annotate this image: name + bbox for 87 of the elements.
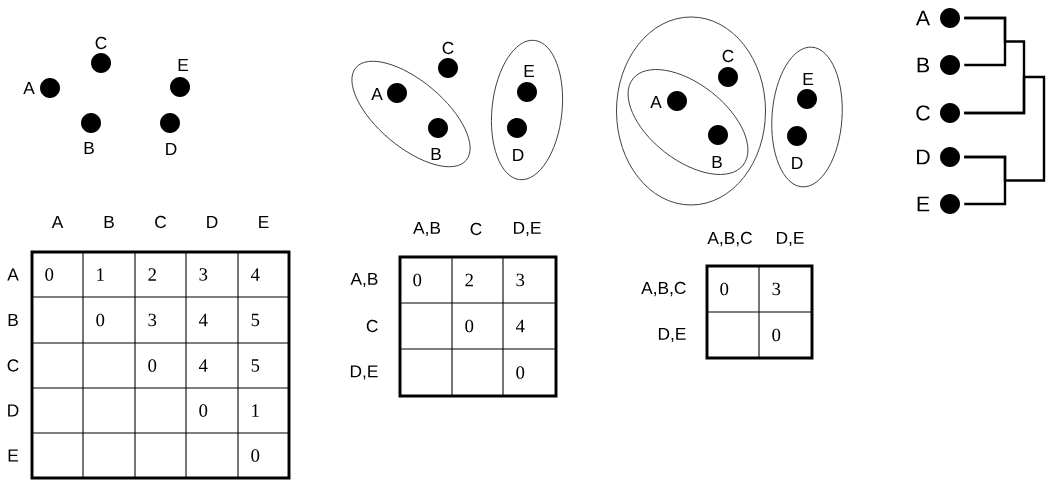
point-label: C — [95, 36, 107, 50]
distance-value: 0 — [96, 313, 105, 327]
point-label: B — [712, 156, 722, 168]
dot — [40, 78, 60, 98]
dot — [160, 113, 180, 133]
point-label: B — [84, 142, 94, 154]
distance-value: 2 — [465, 273, 473, 287]
point-label: A — [23, 82, 35, 94]
point-label: C — [722, 49, 734, 63]
dot — [940, 194, 960, 214]
distance-value: 3 — [516, 273, 525, 287]
distance-value: 0 — [516, 366, 525, 379]
dot — [940, 55, 960, 75]
point-label: B — [917, 57, 929, 73]
row-header: C — [7, 359, 19, 372]
point-label: B — [431, 148, 441, 160]
distance-value: 0 — [199, 404, 208, 417]
dot — [170, 77, 190, 97]
column-header: D,E — [514, 221, 541, 237]
dot — [81, 113, 101, 133]
point-label: A — [915, 10, 931, 26]
dot — [940, 103, 960, 123]
row-header: A,B,C — [641, 281, 686, 297]
row-header: C — [366, 319, 378, 333]
dendrogram-line — [964, 75, 1046, 182]
distance-value: 2 — [148, 268, 156, 281]
point-label: A — [371, 88, 383, 100]
column-header: A,B — [413, 221, 441, 237]
distance-value: 3 — [199, 268, 208, 281]
distance-value: 1 — [97, 268, 104, 281]
point-label: C — [916, 105, 930, 121]
dot — [667, 91, 687, 111]
cluster-ellipse — [771, 46, 843, 188]
cluster-ellipse — [616, 16, 766, 206]
row-header: D,E — [350, 365, 378, 380]
point-label: D — [792, 157, 803, 169]
column-header: A — [51, 216, 64, 228]
dot — [517, 82, 537, 102]
distance-value: 5 — [251, 359, 260, 372]
distance-value: 1 — [252, 404, 259, 417]
row-header: D — [8, 404, 19, 417]
distance-value: 4 — [198, 359, 208, 372]
column-header: C — [470, 222, 482, 236]
point-label: E — [178, 59, 189, 71]
point-label: E — [917, 196, 930, 212]
distance-value: 0 — [720, 282, 729, 296]
point-label: E — [524, 65, 535, 77]
dot — [940, 8, 960, 28]
distance-value: 0 — [772, 328, 781, 342]
dot — [507, 118, 527, 138]
column-header: D,E — [777, 231, 804, 247]
row-header: B — [8, 314, 18, 326]
distance-value: 0 — [251, 449, 260, 462]
distance-value: 0 — [45, 268, 54, 281]
column-header: A,B,C — [707, 231, 752, 247]
distance-value: 4 — [515, 319, 525, 333]
dot — [387, 83, 407, 103]
point-label: C — [442, 41, 454, 55]
point-label: A — [650, 96, 662, 108]
point-label: D — [513, 149, 524, 161]
distance-value: 0 — [465, 319, 474, 333]
dot — [797, 89, 817, 109]
dot — [428, 118, 448, 138]
point-label: E — [803, 73, 814, 85]
distance-value: 0 — [148, 359, 157, 372]
row-header: A — [7, 268, 19, 281]
dot — [91, 53, 111, 73]
distance-value: 0 — [413, 273, 422, 287]
dot — [718, 67, 738, 87]
dot — [708, 125, 728, 145]
row-header: E — [8, 449, 19, 462]
column-header: D — [207, 216, 218, 228]
distance-value: 3 — [148, 313, 157, 327]
distance-value: 5 — [251, 313, 260, 327]
distance-value: 3 — [772, 282, 781, 296]
dot — [787, 126, 807, 146]
column-header: C — [155, 215, 167, 229]
point-label: D — [917, 149, 930, 165]
dot — [940, 147, 960, 167]
column-header: E — [259, 216, 269, 228]
point-label: D — [166, 143, 177, 155]
dot — [438, 58, 458, 78]
row-header: A,B — [350, 272, 378, 288]
column-header: B — [104, 216, 114, 228]
distance-value: 4 — [250, 268, 260, 281]
distance-value: 4 — [198, 313, 208, 327]
row-header: D,E — [658, 327, 686, 343]
